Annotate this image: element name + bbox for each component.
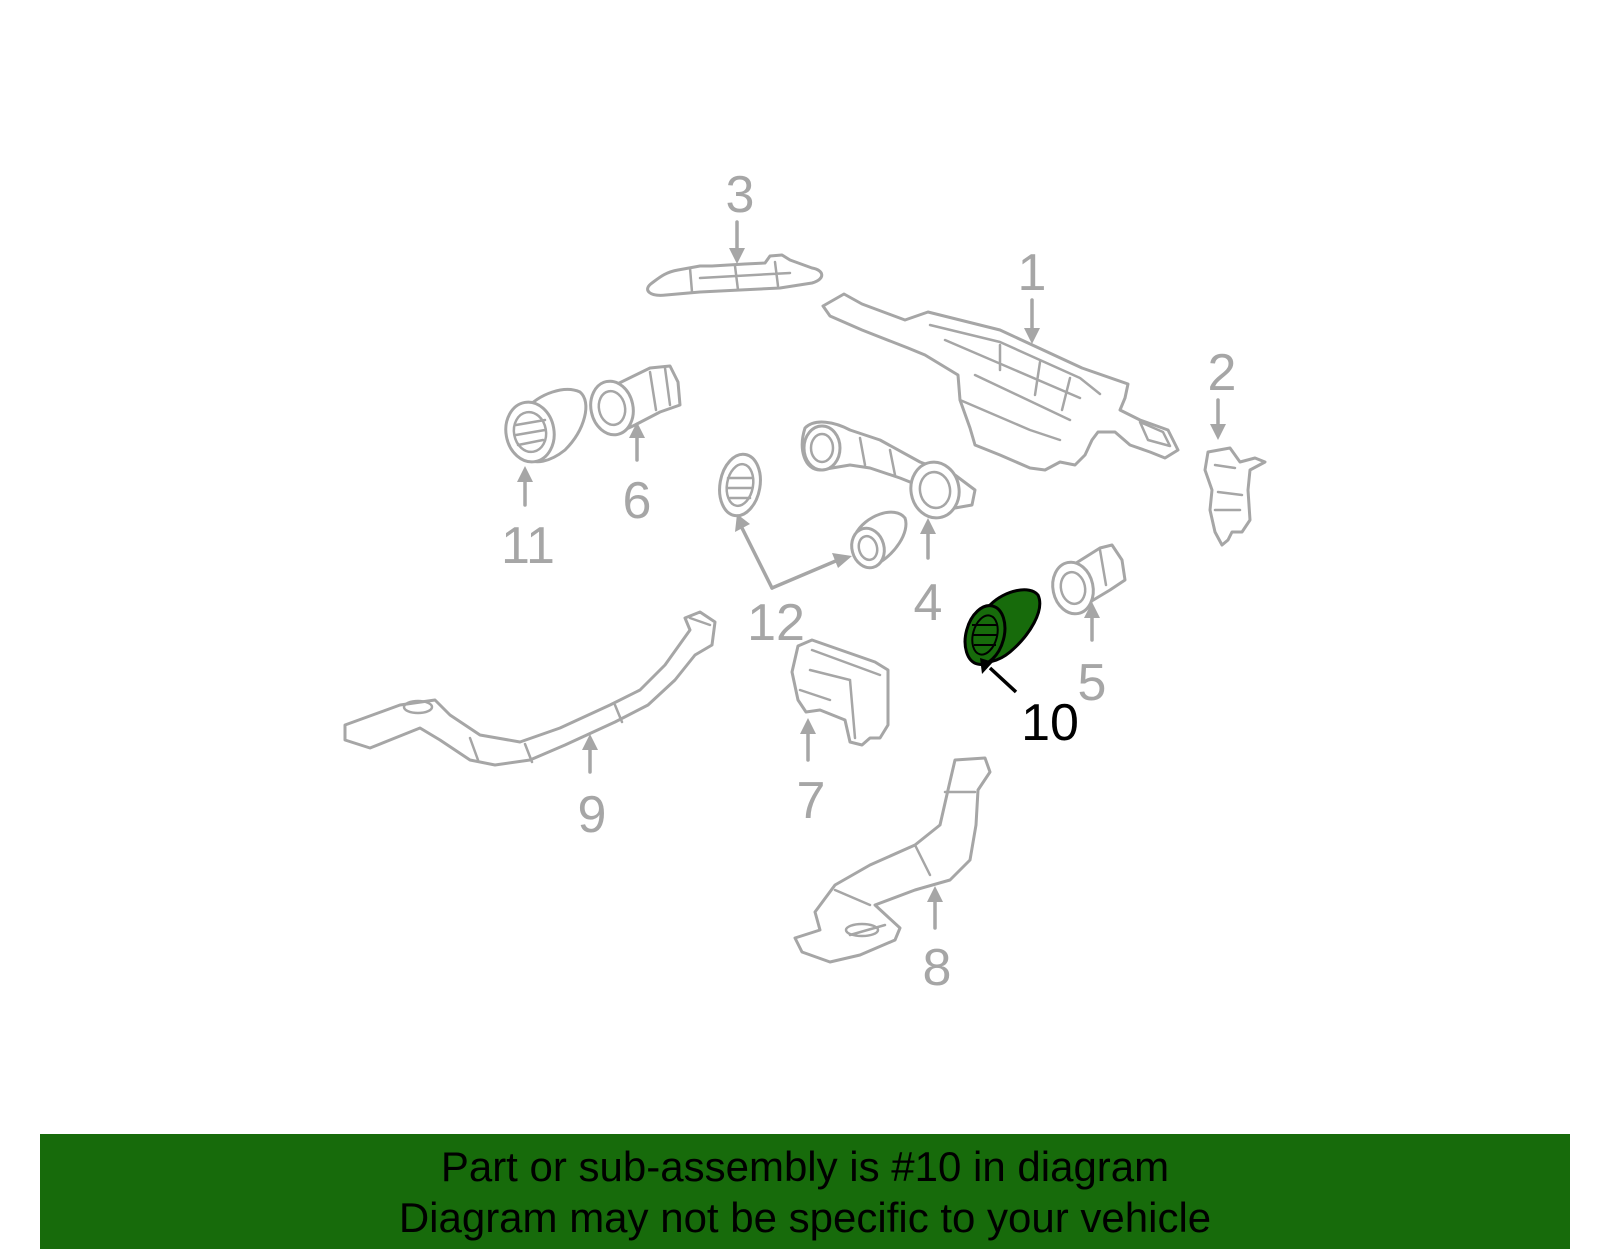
callout-2: 2 xyxy=(1208,344,1237,402)
part-5-vent-duct xyxy=(1051,543,1127,616)
callout-8: 8 xyxy=(923,939,952,997)
callout-10: 10 xyxy=(1021,694,1079,752)
part-8-floor-duct xyxy=(793,756,992,964)
part-10-vent-highlighted xyxy=(963,588,1042,666)
part-9-floor-duct xyxy=(343,610,717,767)
callout-arrows xyxy=(517,220,1226,930)
info-banner: Part or sub-assembly is #10 in diagram D… xyxy=(40,1134,1570,1249)
callout-5: 5 xyxy=(1078,654,1107,712)
callout-11: 11 xyxy=(501,517,555,575)
part-2-bracket xyxy=(1203,446,1267,547)
part-6-vent-duct xyxy=(589,364,682,437)
part-3-duct xyxy=(646,253,824,297)
part-12-vent-right xyxy=(850,510,908,570)
part-7-small-duct xyxy=(790,638,890,747)
callout-6: 6 xyxy=(623,472,652,530)
callout-labels: 1 2 3 4 5 6 7 8 9 10 11 12 xyxy=(501,166,1236,997)
part-4-vent-duct xyxy=(800,420,977,520)
banner-line-1: Part or sub-assembly is #10 in diagram xyxy=(440,1142,1170,1190)
part-11-round-vent xyxy=(504,387,588,464)
part-12-vent-left xyxy=(718,452,762,518)
callout-1: 1 xyxy=(1018,244,1047,302)
callout-4: 4 xyxy=(914,574,943,632)
part-1-main-duct xyxy=(821,292,1180,472)
callout-9: 9 xyxy=(578,786,607,844)
callout-3: 3 xyxy=(726,166,755,224)
callout-7: 7 xyxy=(797,772,826,830)
callout-12: 12 xyxy=(747,594,805,652)
banner-line-2: Diagram may not be specific to your vehi… xyxy=(398,1193,1212,1241)
